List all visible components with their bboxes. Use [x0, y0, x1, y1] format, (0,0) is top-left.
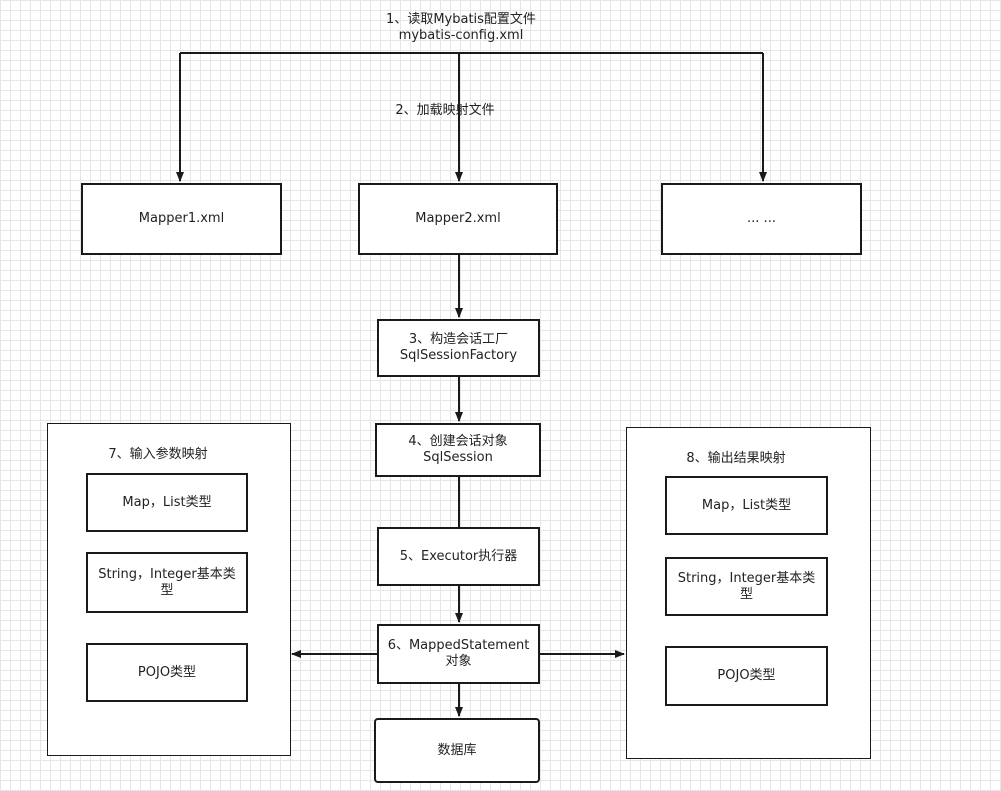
- mapped-statement-box: 6、MappedStatement 对象: [377, 624, 540, 684]
- sql-session-box: 4、创建会话对象 SqlSession: [375, 423, 541, 477]
- input-map-list-box: Map，List类型: [86, 473, 248, 532]
- input-string-integer-box: String，Integer基本类 型: [86, 552, 248, 613]
- output-mapping-title: 8、输出结果映射: [686, 451, 786, 466]
- mapper1-box: Mapper1.xml: [81, 183, 282, 255]
- database-box: 数据库: [374, 718, 540, 783]
- output-pojo-box: POJO类型: [665, 646, 828, 706]
- executor-box: 5、Executor执行器: [377, 527, 540, 586]
- session-factory-box: 3、构造会话工厂 SqlSessionFactory: [377, 319, 540, 377]
- mapper-more-box: ... ...: [661, 183, 862, 255]
- mapper2-box: Mapper2.xml: [358, 183, 558, 255]
- load-mapper-label: 2、加载映射文件: [395, 103, 495, 118]
- output-string-integer-box: String，Integer基本类 型: [665, 557, 828, 616]
- input-mapping-title: 7、输入参数映射: [108, 447, 208, 462]
- output-map-list-box: Map，List类型: [665, 476, 828, 535]
- input-pojo-box: POJO类型: [86, 643, 248, 702]
- config-read-label: 1、读取Mybatis配置文件 mybatis-config.xml: [386, 12, 536, 43]
